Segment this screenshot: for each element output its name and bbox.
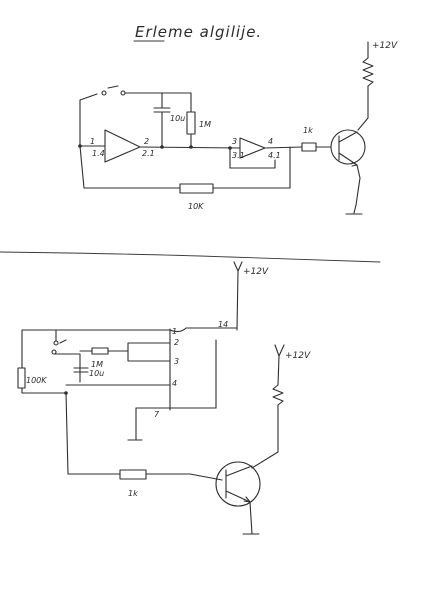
gate1-pin-in-lo: 1.4	[92, 149, 105, 158]
bottom-supply-right-label: +12V	[285, 351, 311, 361]
feedback-resistor-label: 10K	[188, 202, 204, 211]
bottom-collector-resistor	[272, 384, 284, 406]
switch-contact-right	[120, 90, 126, 96]
gate2-pin-out: 4	[268, 137, 273, 146]
gate2-side-wire	[229, 159, 276, 169]
bottom-emitter-wire	[249, 501, 253, 535]
res1m-right-wire	[107, 342, 171, 352]
bottom-switch-contact-a	[53, 340, 59, 346]
bottom-switch-lever	[59, 339, 67, 344]
bottom-res1k-label: 1k	[128, 489, 138, 498]
pin3-wire	[127, 350, 171, 362]
res1m-label: 1M	[199, 120, 211, 129]
gate2-pin-out-lo: 4.1	[268, 151, 281, 160]
base-resistor-1k	[301, 142, 317, 152]
supply-right-wire	[277, 355, 280, 386]
gate2-pin-in: 3	[232, 137, 237, 146]
resistor-100k	[17, 367, 26, 389]
section-divider	[0, 251, 381, 263]
bottom-resistor-1m	[91, 347, 109, 355]
switch-left-wire	[79, 93, 98, 147]
base-resistor-label: 1k	[303, 126, 313, 135]
page-title: Erleme algilije.	[135, 23, 262, 41]
bottom-base-wire	[145, 473, 223, 481]
top-supply-label: +12V	[372, 41, 398, 51]
res100k-label: 100K	[26, 376, 47, 385]
resistor-1m	[186, 111, 196, 135]
collector-wire	[357, 85, 369, 131]
ic-pin-1: 1	[172, 327, 177, 336]
pin7-wire	[135, 407, 151, 441]
collector-resistor	[362, 57, 374, 87]
ic-pin-4: 4	[172, 379, 177, 388]
supply-top-drop	[236, 270, 239, 331]
bottom-transistor-emitter	[225, 490, 251, 503]
bottom-supply-top-label: +12V	[243, 267, 269, 277]
bottom-transistor-collector	[225, 465, 253, 477]
bottom-switch-contact-b	[51, 349, 57, 355]
gate2-pin-in-lo: 3.1	[232, 151, 245, 160]
gate-1	[104, 129, 141, 163]
supply-top-symbol	[233, 261, 243, 272]
gate1-pin-out-lo: 2.1	[142, 149, 155, 158]
ic-pin-3: 3	[174, 357, 179, 366]
supply-right-symbol	[274, 344, 285, 357]
top-circuit: +12V 1k 3 3.1 4 4.1 1 1.4 2 2.1	[78, 41, 398, 215]
cap-label: 10u	[170, 114, 185, 123]
ic-pin-7: 7	[154, 410, 160, 419]
bottom-collector-wire	[251, 404, 279, 469]
top-transistor-collector	[338, 131, 358, 143]
ic-top-edge	[169, 327, 238, 333]
emitter-to-ground	[353, 164, 361, 214]
bottom-resistor-1k	[119, 469, 147, 480]
res100k-bottom-wire	[21, 387, 67, 394]
switch-contact-left	[101, 90, 107, 96]
feedback-left-wire	[79, 145, 181, 189]
ic-pin-14: 14	[218, 320, 228, 329]
switch-lever	[107, 85, 119, 89]
gate1-pin-out: 2	[144, 137, 149, 146]
ic-pin-2: 2	[174, 338, 179, 347]
bottom-switch-wire	[53, 353, 81, 383]
bottom-cap-label: 10u	[89, 369, 104, 378]
gate2-out-wire	[264, 146, 303, 149]
feedback-resistor-10k	[179, 183, 214, 194]
gate1-pin-in: 1	[90, 137, 95, 146]
bottom-left-down-wire	[65, 392, 121, 475]
bottom-transistor	[215, 461, 261, 507]
bottom-circuit: +12V 1 2 3 4 7 14 100K 10u 1M	[17, 261, 311, 535]
bottom-res1m-label: 1M	[91, 360, 103, 369]
